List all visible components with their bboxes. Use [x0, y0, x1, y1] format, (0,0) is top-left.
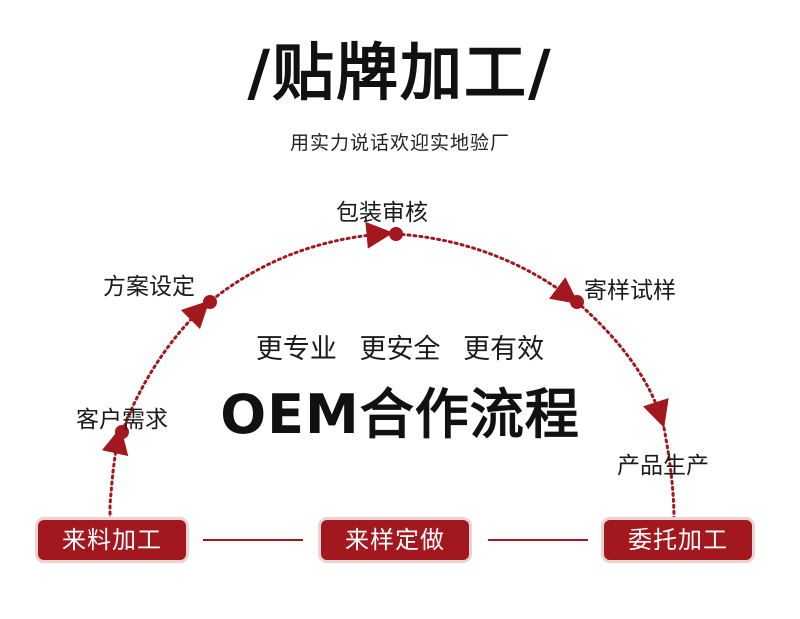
step-label-package: 包装审核	[336, 200, 428, 226]
step-node-customer	[115, 425, 129, 439]
center-title: OEM合作流程	[220, 383, 580, 446]
mode-button-commission[interactable]: 委托加工	[604, 520, 752, 560]
step-label-production: 产品生产	[617, 453, 709, 479]
arc-segment	[120, 300, 210, 434]
mode-button-material[interactable]: 来料加工	[38, 520, 186, 560]
slogan-item: 更有效	[463, 334, 545, 365]
slogan: 更专业 更安全 更有效	[0, 327, 800, 366]
step-label-sample: 寄样试样	[584, 278, 676, 304]
page-title: /贴牌加工/	[247, 36, 553, 109]
step-node-sample	[570, 295, 584, 309]
step-node-package	[389, 227, 403, 241]
step-label-customer: 客户需求	[76, 407, 168, 433]
slogan-item: 更安全	[359, 334, 441, 365]
mode-button-sample[interactable]: 来样定做	[321, 520, 469, 560]
connector-line	[203, 539, 303, 541]
connector-line	[488, 539, 588, 541]
arc-segment	[210, 221, 394, 302]
page-subtitle: 用实力说话欢迎实地验厂	[289, 132, 510, 154]
arc-segment	[575, 300, 669, 428]
step-node-plan	[203, 295, 217, 309]
step-label-plan: 方案设定	[103, 274, 195, 300]
slogan-item: 更专业	[255, 334, 337, 365]
arc-segment	[662, 426, 676, 522]
arc-segment	[394, 232, 579, 305]
arc-segment	[101, 426, 129, 522]
